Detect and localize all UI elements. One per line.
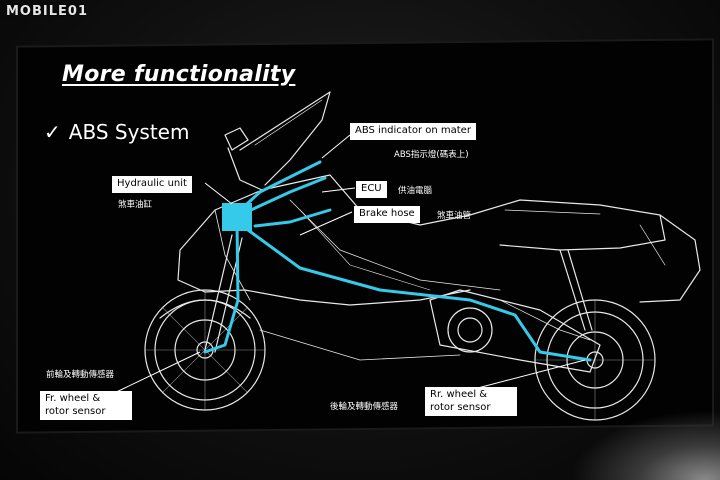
- caption-rr-wheel-cn: 後輪及轉動傳感器: [330, 402, 399, 412]
- caption-hydraulic-unit-cn: 煞車油缸: [118, 200, 153, 210]
- hose-to-handlebar: [235, 160, 322, 215]
- label-rr-wheel-line1: Rr. wheel &: [430, 389, 488, 400]
- label-abs-indicator: ABS indicator on mater: [350, 123, 476, 140]
- label-rr-wheel: Rr. wheel & rotor sensor: [425, 387, 517, 416]
- label-hydraulic-unit: Hydraulic unit: [112, 176, 192, 193]
- hose-to-ecu: [253, 208, 332, 228]
- leader-hydraulic: [204, 182, 233, 205]
- caption-brake-hose-cn: 煞車油管: [437, 211, 472, 221]
- label-fr-wheel-line2: rotor sensor: [45, 405, 106, 417]
- caption-ecu-cn: 供油電腦: [398, 186, 433, 196]
- label-fr-wheel-line1: Fr. wheel &: [45, 393, 101, 404]
- bullet-item: ✓ ABS System: [44, 120, 189, 144]
- label-ecu: ECU: [356, 181, 387, 198]
- checkmark-icon: ✓: [44, 120, 61, 144]
- leader-brake-hose: [299, 211, 353, 236]
- callout-leaders: [109, 134, 586, 396]
- leader-abs-indicator: [321, 134, 351, 159]
- watermark-logo: MOBILE01: [6, 4, 88, 19]
- slide-title: More functionality: [62, 62, 296, 87]
- caption-abs-indicator-cn: ABS指示燈(碼表上): [394, 150, 469, 160]
- bullet-text: ABS System: [68, 120, 190, 144]
- leader-rr-wheel: [469, 359, 586, 391]
- label-fr-wheel: Fr. wheel & rotor sensor: [40, 391, 132, 420]
- hose-to-rear-wheel: [246, 228, 592, 362]
- leader-fr-wheel: [109, 351, 201, 396]
- scooter-outline: [144, 91, 701, 421]
- leader-ecu: [321, 187, 356, 193]
- hose-to-handlebar-2: [238, 176, 327, 217]
- caption-fr-wheel-cn: 前輪及轉動傳感器: [46, 370, 115, 380]
- foreground-bike-blur: [570, 410, 720, 480]
- label-brake-hose: Brake hose: [354, 206, 420, 223]
- hydraulic-unit-block: [222, 203, 252, 231]
- hose-to-front-wheel: [203, 221, 240, 354]
- label-rr-wheel-line2: rotor sensor: [430, 401, 491, 413]
- brake-hose-lines: [203, 160, 592, 362]
